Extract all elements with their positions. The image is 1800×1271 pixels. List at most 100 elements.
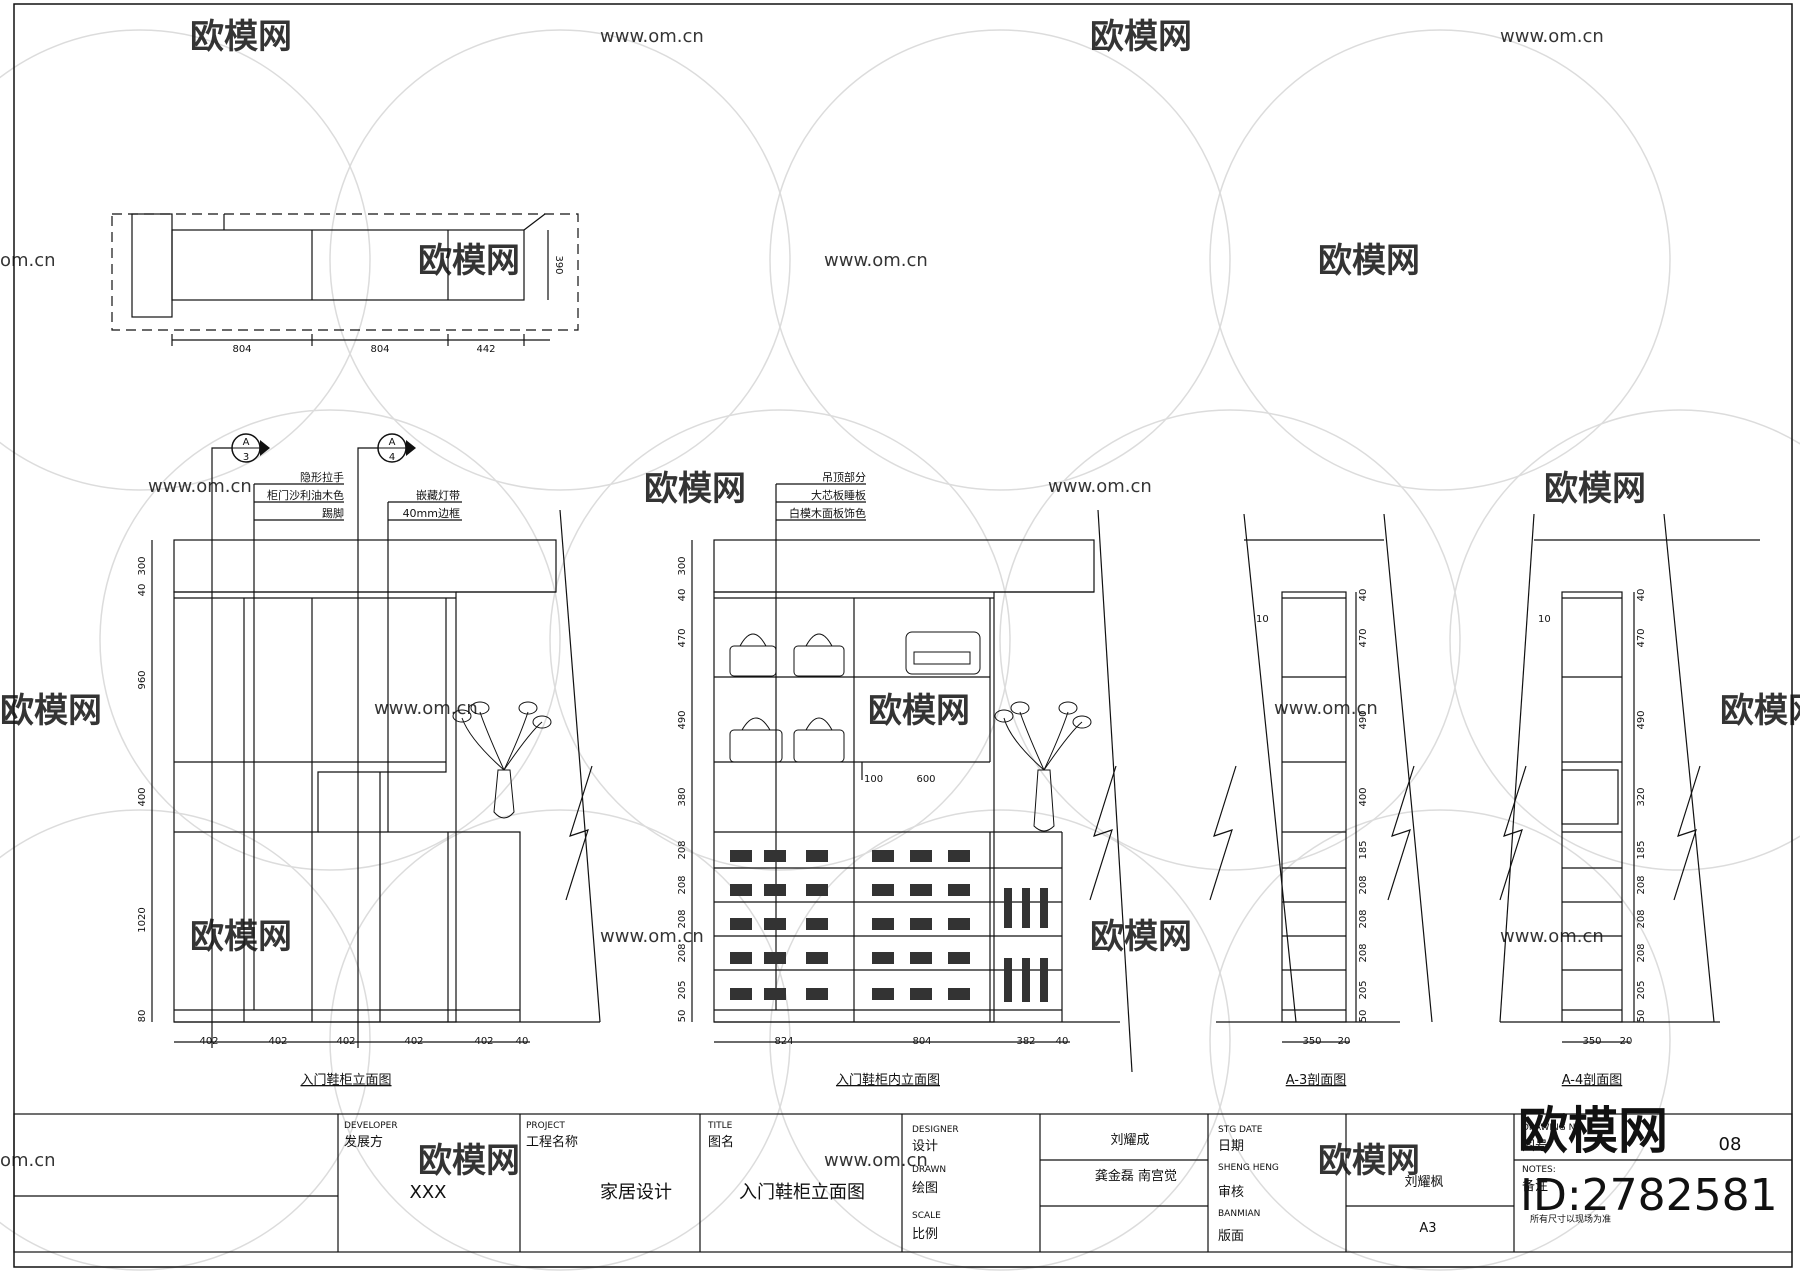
wm-logo-13: 欧模网 xyxy=(1318,1141,1420,1181)
wm-url-2: www.om.cn xyxy=(1500,26,1604,47)
tb-banmian-cn: 版面 xyxy=(1218,1229,1244,1244)
a4-top-dim: 10 xyxy=(1538,614,1551,625)
section-a4 xyxy=(1499,513,1760,1043)
tb-title-en: TITLE xyxy=(707,1121,733,1131)
tb-notes-value: 所有尺寸以现场为准 xyxy=(1530,1213,1611,1225)
tb-drawn-value: 龚金磊 南宫觉 xyxy=(1095,1168,1177,1184)
wm-logo-10: 欧模网 xyxy=(190,917,292,957)
a4-vdim-7: 208 xyxy=(1636,909,1647,928)
sheet-border xyxy=(13,3,1793,1268)
section-marker-a3 xyxy=(231,433,270,463)
a3-hdim-2: 20 xyxy=(1338,1036,1351,1047)
inner-hdim-2: 804 xyxy=(912,1036,931,1047)
tb-developer-cn: 发展方 xyxy=(344,1134,383,1150)
section-a4-title: A-4剖面图 xyxy=(1562,1073,1623,1088)
tb-scale-en: SCALE xyxy=(912,1211,941,1221)
a3-vdim-2: 470 xyxy=(1358,628,1369,647)
wm-logo-7: 欧模网 xyxy=(0,691,102,731)
tb-developer-value: XXX xyxy=(410,1182,447,1203)
inner-note-1: 吊顶部分 xyxy=(822,470,866,484)
inner-vase xyxy=(994,701,1092,832)
inner-hdim-3: 382 xyxy=(1016,1036,1035,1047)
front-hdim-6: 40 xyxy=(516,1036,529,1047)
wm-logo-4: 欧模网 xyxy=(1318,241,1420,281)
a4-vdim-5: 185 xyxy=(1636,840,1647,859)
inner-vdim-3: 470 xyxy=(677,628,688,647)
inner-vdim-8: 208 xyxy=(677,909,688,928)
wm-url-7: www.om.cn xyxy=(1274,698,1378,719)
inner-shoes xyxy=(730,850,1048,1002)
front-note-2: 柜门沙利油木色 xyxy=(267,488,344,502)
wm-logo-3: 欧模网 xyxy=(418,241,520,281)
tb-drawing-no-cn: 图号 xyxy=(1522,1139,1548,1154)
front-elevation-title: 入门鞋柜立面图 xyxy=(300,1072,391,1088)
tb-designer-value: 刘耀成 xyxy=(1110,1133,1149,1148)
wm-brand-id: ID:2782581 xyxy=(1520,1170,1778,1221)
tb-stg-date-en: STG DATE xyxy=(1218,1125,1263,1135)
wm-logo-9: 欧模网 xyxy=(1720,691,1800,731)
inner-vdim-2: 300 xyxy=(677,556,688,575)
tb-drawn-en: DRAWN xyxy=(912,1165,946,1175)
a4-vdim-1: 40 xyxy=(1636,589,1647,602)
marker-a3-top: A xyxy=(243,437,250,448)
inner-note-3: 白模木面板饰色 xyxy=(789,506,866,520)
inner-vdim-4: 490 xyxy=(677,710,688,729)
plan-view xyxy=(111,213,579,346)
a4-vdim-9: 205 xyxy=(1636,980,1647,999)
section-marker-a4 xyxy=(377,433,416,463)
inner-drawer-dim-2: 600 xyxy=(916,774,935,785)
a3-vdim-8: 208 xyxy=(1358,943,1369,962)
a3-vdim-10: 50 xyxy=(1358,1010,1369,1023)
marker-a4-bottom: 4 xyxy=(389,452,395,463)
inner-vdim-9: 208 xyxy=(677,943,688,962)
tb-sheng-en: SHENG HENG xyxy=(1218,1163,1279,1173)
inner-note-2: 大芯板睡板 xyxy=(811,488,866,502)
wm-url-4: www.om.cn xyxy=(148,476,252,497)
inner-vdim-6: 208 xyxy=(677,840,688,859)
front-note-5: 40mm边框 xyxy=(403,507,460,520)
front-vase xyxy=(452,701,552,819)
wm-url-short-2: om.cn xyxy=(0,1150,56,1171)
a3-top-dim: 10 xyxy=(1256,614,1269,625)
a4-vdim-6: 208 xyxy=(1636,875,1647,894)
tb-project-cn: 工程名称 xyxy=(526,1134,578,1150)
front-vdim-4: 400 xyxy=(137,787,148,806)
inner-vdim-1: 40 xyxy=(677,589,688,602)
front-vdim-2: 300 xyxy=(137,556,148,575)
front-vdim-6: 80 xyxy=(137,1010,148,1023)
wm-logo-5: 欧模网 xyxy=(644,469,746,509)
wm-url-short-1: om.cn xyxy=(0,250,56,271)
front-note-4: 嵌藏灯带 xyxy=(416,489,460,502)
a3-vdim-1: 40 xyxy=(1358,589,1369,602)
tb-designer-cn: 设计 xyxy=(912,1139,938,1154)
tb-developer-en: DEVELOPER xyxy=(344,1121,398,1131)
tb-banmian-en: BANMIAN xyxy=(1218,1209,1260,1219)
front-note-3: 踢脚 xyxy=(322,506,344,520)
a4-vdim-8: 208 xyxy=(1636,943,1647,962)
front-note-1: 隐形拉手 xyxy=(300,470,344,484)
wm-brand-logo: 欧模网 xyxy=(1518,1102,1668,1160)
tb-scale-cn: 比例 xyxy=(912,1227,938,1242)
wm-logo-8: 欧模网 xyxy=(868,691,970,731)
wm-logo-12: 欧模网 xyxy=(418,1141,520,1181)
wm-url-3: www.om.cn xyxy=(824,250,928,271)
front-hdim-5: 402 xyxy=(474,1036,493,1047)
wm-url-9: www.om.cn xyxy=(1500,926,1604,947)
front-vdim-1: 40 xyxy=(137,584,148,597)
plan-dim-3: 442 xyxy=(476,344,495,355)
section-a3-title: A-3剖面图 xyxy=(1286,1073,1347,1088)
front-vdim-3: 960 xyxy=(137,670,148,689)
inner-hdim-4: 40 xyxy=(1056,1036,1069,1047)
tb-drawn-cn: 绘图 xyxy=(912,1181,938,1196)
a3-hdim-1: 350 xyxy=(1302,1036,1321,1047)
wm-logo-1: 欧模网 xyxy=(190,17,292,57)
front-hdim-4: 402 xyxy=(404,1036,423,1047)
inner-vdim-11: 50 xyxy=(677,1010,688,1023)
tb-title-cn: 图名 xyxy=(708,1134,734,1150)
watermark-arcs xyxy=(0,29,1800,1271)
tb-designer-en: DESIGNER xyxy=(912,1125,959,1135)
plan-dim-1: 804 xyxy=(232,344,251,355)
watermark-layer: 欧模网 欧模网 欧模网 欧模网 欧模网 欧模网 欧模网 欧模网 欧模网 欧模网 … xyxy=(0,17,1800,1181)
a3-vdim-7: 208 xyxy=(1358,909,1369,928)
